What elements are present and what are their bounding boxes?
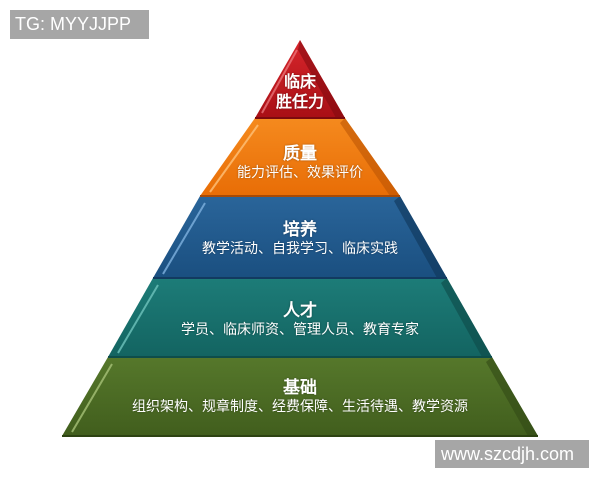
- tier-base-label: 基础 组织架构、规章制度、经费保障、生活待遇、教学资源: [0, 378, 600, 416]
- tier-cultivation-title: 培养: [283, 220, 317, 240]
- tier-quality-label: 质量 能力评估、效果评价: [0, 144, 600, 182]
- tier-quality: [200, 118, 400, 197]
- tier-cultivation: [153, 196, 447, 279]
- tier-cultivation-subtitle: 教学活动、自我学习、临床实践: [202, 241, 398, 257]
- tier-talent-title: 人才: [283, 301, 317, 321]
- tier-apex-title-line2: 胜任力: [275, 92, 324, 111]
- tier-talent-subtitle: 学员、临床师资、管理人员、教育专家: [181, 322, 419, 338]
- tier-talent: [108, 278, 492, 358]
- tier-cultivation-label: 培养 教学活动、自我学习、临床实践: [0, 220, 600, 258]
- tier-base-subtitle: 组织架构、规章制度、经费保障、生活待遇、教学资源: [132, 399, 468, 415]
- tier-apex-title-line1: 临床: [283, 72, 316, 91]
- tier-quality-title: 质量: [283, 144, 317, 164]
- tier-base-title: 基础: [283, 378, 317, 398]
- tier-apex-label: 临床 胜任力: [0, 72, 600, 112]
- watermark-bottom-right: www.szcdjh.com: [435, 440, 589, 468]
- tier-base: [62, 357, 538, 437]
- tier-quality-subtitle: 能力评估、效果评价: [237, 165, 363, 181]
- tier-talent-label: 人才 学员、临床师资、管理人员、教育专家: [0, 301, 600, 339]
- watermark-top-left: TG: MYYJJPP: [10, 10, 149, 39]
- tier-apex: [255, 40, 345, 119]
